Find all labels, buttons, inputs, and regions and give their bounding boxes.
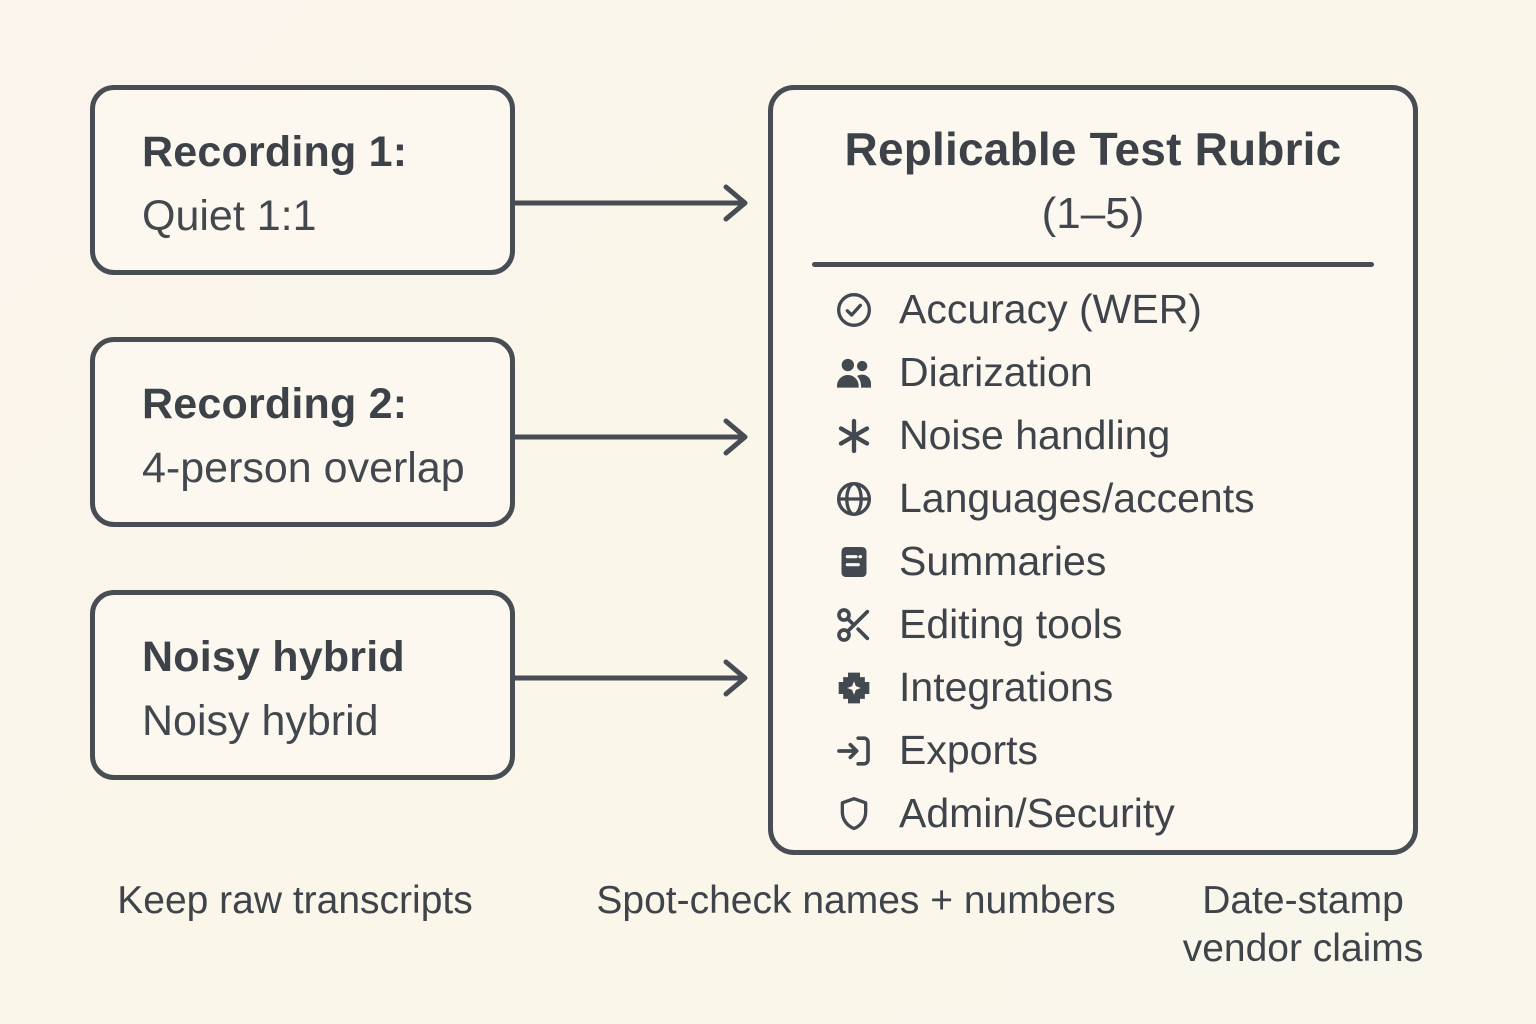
source-box-subtitle: Noisy hybrid <box>142 697 379 745</box>
rubric-title: Replicable Test Rubric <box>844 123 1342 175</box>
rubric-item-noise: Noise handling <box>833 404 1413 467</box>
source-box-subtitle: 4-person overlap <box>142 444 465 492</box>
caption-keep-raw-transcripts: Keep raw transcripts <box>117 879 473 922</box>
rubric-item-label: Integrations <box>899 664 1114 710</box>
export-icon <box>833 730 875 772</box>
rubric-item-accuracy: Accuracy (WER) <box>833 278 1413 341</box>
document-icon <box>833 541 875 583</box>
rubric-panel: Replicable Test Rubric (1–5) Accuracy (W… <box>768 85 1418 855</box>
source-box-subtitle: Quiet 1:1 <box>142 192 317 240</box>
shield-icon <box>833 793 875 835</box>
rubric-item-languages: Languages/accents <box>833 467 1413 530</box>
rubric-item-label: Languages/accents <box>899 475 1255 521</box>
source-box-noisy-hybrid: Noisy hybrid Noisy hybrid <box>90 590 515 780</box>
source-box-title: Recording 2: <box>142 380 408 428</box>
rubric-item-exports: Exports <box>833 719 1413 782</box>
rubric-subtitle: (1–5) <box>1041 189 1145 238</box>
caption-spot-check: Spot-check names + numbers <box>596 879 1116 922</box>
rubric-item-label: Noise handling <box>899 412 1171 458</box>
source-box-title: Recording 1: <box>142 128 408 176</box>
arrow-connector-1 <box>513 184 748 222</box>
source-box-title: Noisy hybrid <box>142 633 405 681</box>
rubric-item-label: Editing tools <box>899 601 1123 647</box>
source-box-recording-2: Recording 2: 4-person overlap <box>90 337 515 527</box>
globe-icon <box>833 478 875 520</box>
caption-date-stamp: Date-stamp vendor claims <box>1182 879 1424 970</box>
asterisk-icon <box>833 415 875 457</box>
puzzle-icon <box>833 667 875 709</box>
arrow-connector-3 <box>513 659 748 697</box>
rubric-item-editing: Editing tools <box>833 593 1413 656</box>
arrow-connector-2 <box>513 418 748 456</box>
rubric-item-integrations: Integrations <box>833 656 1413 719</box>
rubric-divider <box>812 262 1374 267</box>
rubric-item-label: Exports <box>899 727 1038 773</box>
rubric-item-diarization: Diarization <box>833 341 1413 404</box>
rubric-item-label: Admin/Security <box>899 790 1175 836</box>
scissors-icon <box>833 604 875 646</box>
rubric-item-label: Accuracy (WER) <box>899 286 1202 332</box>
source-box-recording-1: Recording 1: Quiet 1:1 <box>90 85 515 275</box>
rubric-list: Accuracy (WER) Diarization <box>773 278 1413 845</box>
people-icon <box>833 352 875 394</box>
rubric-item-summaries: Summaries <box>833 530 1413 593</box>
check-circle-icon <box>833 289 875 331</box>
rubric-item-label: Summaries <box>899 538 1107 584</box>
rubric-item-admin: Admin/Security <box>833 782 1413 845</box>
rubric-item-label: Diarization <box>899 349 1093 395</box>
